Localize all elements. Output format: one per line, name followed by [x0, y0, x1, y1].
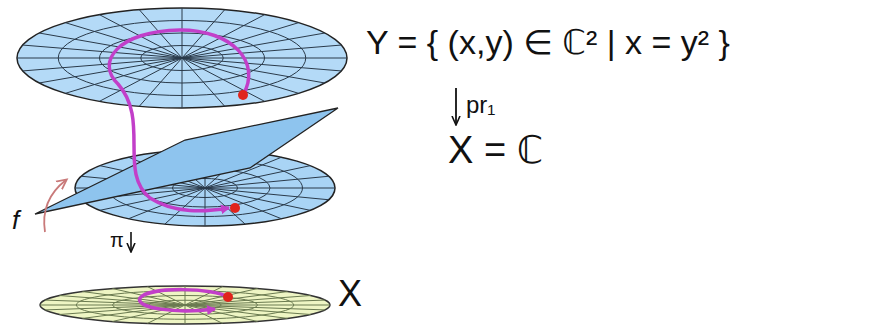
- map-name: f: [12, 206, 19, 235]
- grid-ray: [205, 188, 335, 189]
- loop-path: [140, 290, 228, 311]
- base-disk: [40, 286, 330, 324]
- grid-ray: [182, 58, 225, 106]
- grid-ray: [129, 188, 205, 219]
- grid-ray: [182, 58, 347, 59]
- grid-ray: [185, 305, 258, 321]
- point: [238, 90, 248, 100]
- grid-ray: [23, 58, 182, 71]
- grid-ray: [185, 305, 186, 324]
- sheet-outline: [17, 8, 347, 108]
- map-arrow: [455, 88, 457, 124]
- grid-ray: [205, 176, 329, 188]
- grid-ray: [182, 58, 265, 101]
- grid-ray: [139, 58, 182, 106]
- grid-ray: [182, 8, 183, 58]
- point: [223, 292, 233, 302]
- space-name: X: [338, 274, 362, 314]
- grid-ray: [182, 33, 325, 58]
- grid-ray: [182, 58, 299, 93]
- point: [230, 203, 240, 213]
- grid-ray: [205, 188, 310, 210]
- grid-ray: [205, 188, 281, 219]
- grid-ray: [185, 305, 223, 323]
- map-arrow: [44, 180, 66, 232]
- set-definition: Y = { (x,y) ∈ ℂ² | x = y² }: [366, 24, 730, 61]
- lifted-path: [109, 30, 248, 211]
- base-space: X = ℂ: [448, 130, 543, 172]
- grid-ray: [182, 58, 341, 71]
- grid-ray: [205, 188, 245, 224]
- grid-ray: [185, 300, 325, 305]
- grid-ray: [205, 188, 329, 200]
- grid-ray: [65, 23, 182, 58]
- grid-ray: [182, 58, 183, 108]
- twist-sheet: [35, 108, 338, 214]
- grid-ray: [182, 45, 341, 58]
- grid-ray: [185, 296, 311, 306]
- map-name: π: [110, 229, 124, 251]
- map-arrow: [130, 232, 132, 251]
- disk-outline: [40, 286, 330, 324]
- grid-ray: [17, 58, 182, 59]
- grid-ray: [23, 45, 182, 58]
- upper-sheet: [17, 8, 347, 108]
- grid-ray: [205, 188, 206, 226]
- projection-name: pr₁: [466, 92, 495, 118]
